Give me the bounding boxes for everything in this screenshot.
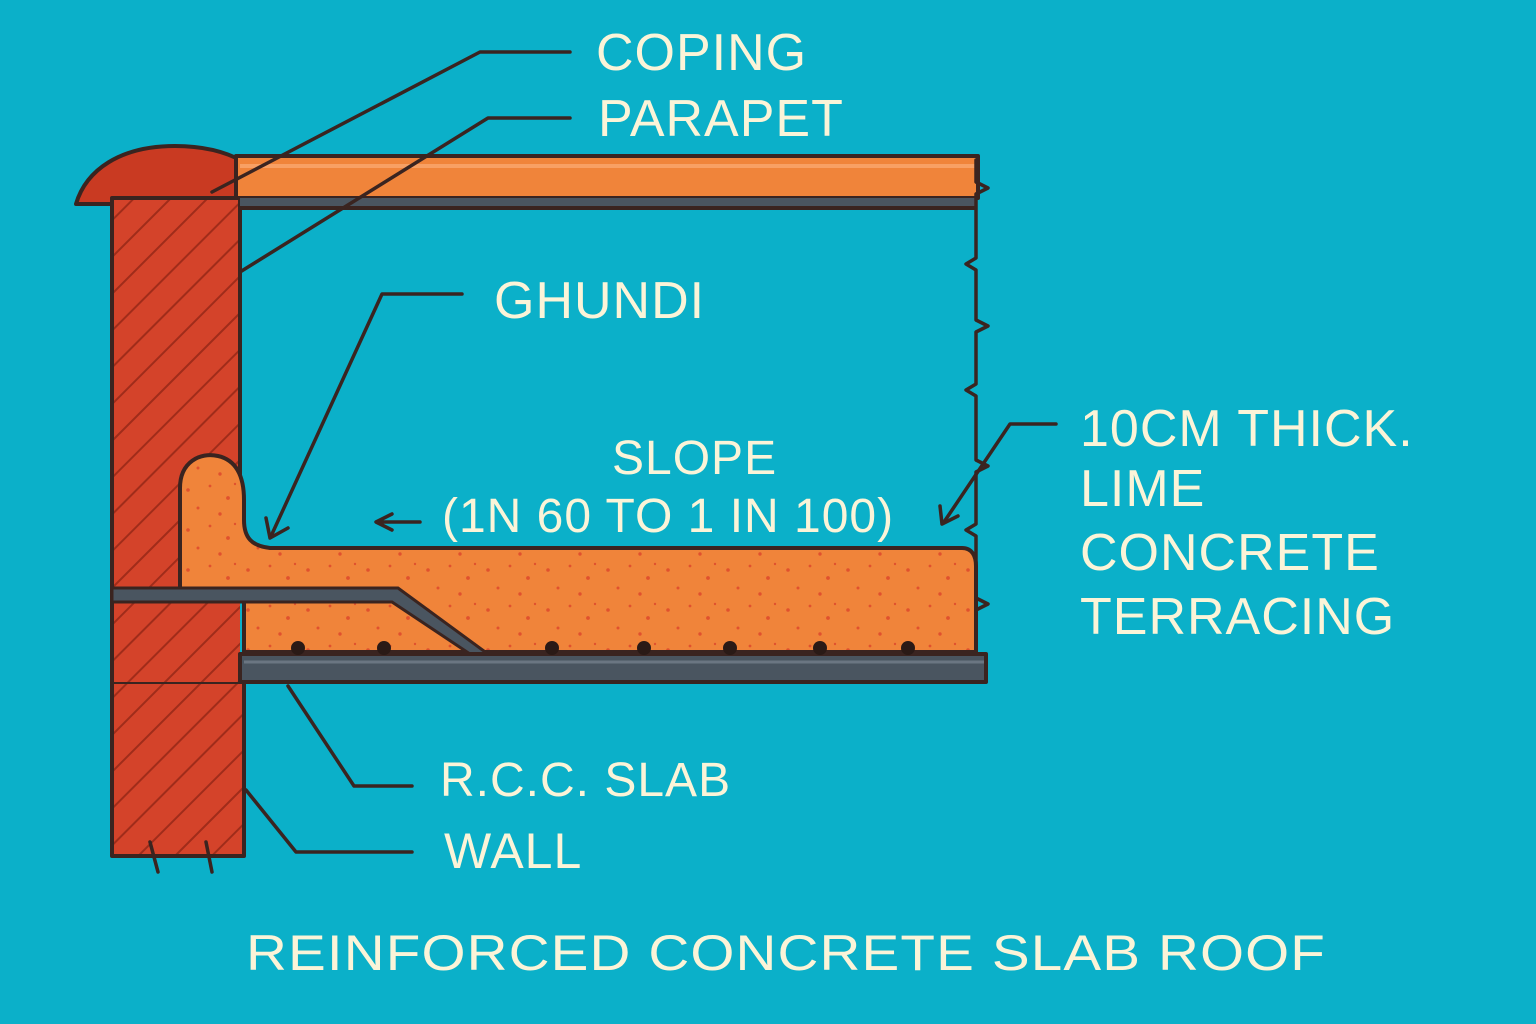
top-board-strip (240, 198, 976, 208)
rebar-5 (723, 641, 737, 655)
wall (110, 680, 246, 858)
diagram-title: REINFORCED CONCRETE SLAB ROOF (246, 925, 1326, 981)
wall-leader (244, 788, 414, 854)
rebar-3 (545, 641, 559, 655)
parapet-label: PARAPET (598, 90, 844, 148)
ghundi-leader (270, 292, 464, 536)
terracing-leader (942, 422, 1058, 524)
rebar-4 (637, 641, 651, 655)
lime-concrete-terracing (178, 453, 978, 654)
terracing-label-line3: CONCRETE (1080, 524, 1380, 582)
slope-title-label: SLOPE (612, 432, 777, 485)
slope-range-label: (1N 60 TO 1 IN 100) (442, 490, 894, 543)
rcc-slab-leader (286, 684, 414, 788)
rebar-1 (291, 641, 305, 655)
rcc-slab-label: R.C.C. SLAB (440, 754, 731, 807)
top-board (234, 154, 980, 200)
rebar-2 (377, 641, 391, 655)
terracing-arrowhead (938, 504, 960, 526)
ghundi-arrowhead (264, 516, 290, 540)
reinforcement-bars (291, 641, 915, 655)
wall-label: WALL (444, 823, 582, 879)
rcc-slab (238, 652, 988, 684)
slope-arrow (374, 512, 422, 532)
ghundi-label: GHUNDI (494, 272, 705, 330)
coping-leader (210, 50, 572, 194)
terracing-label-line4: TERRACING (1080, 588, 1395, 646)
terracing-label-line2: LIME (1080, 460, 1205, 518)
rebar-6 (813, 641, 827, 655)
coping-label: COPING (596, 24, 807, 82)
parapet-lower (114, 590, 240, 682)
parapet-leader (238, 116, 572, 274)
wall-break-ticks (148, 840, 214, 874)
rebar-7 (901, 641, 915, 655)
terracing-label-line1: 10CM THICK. (1080, 400, 1414, 458)
